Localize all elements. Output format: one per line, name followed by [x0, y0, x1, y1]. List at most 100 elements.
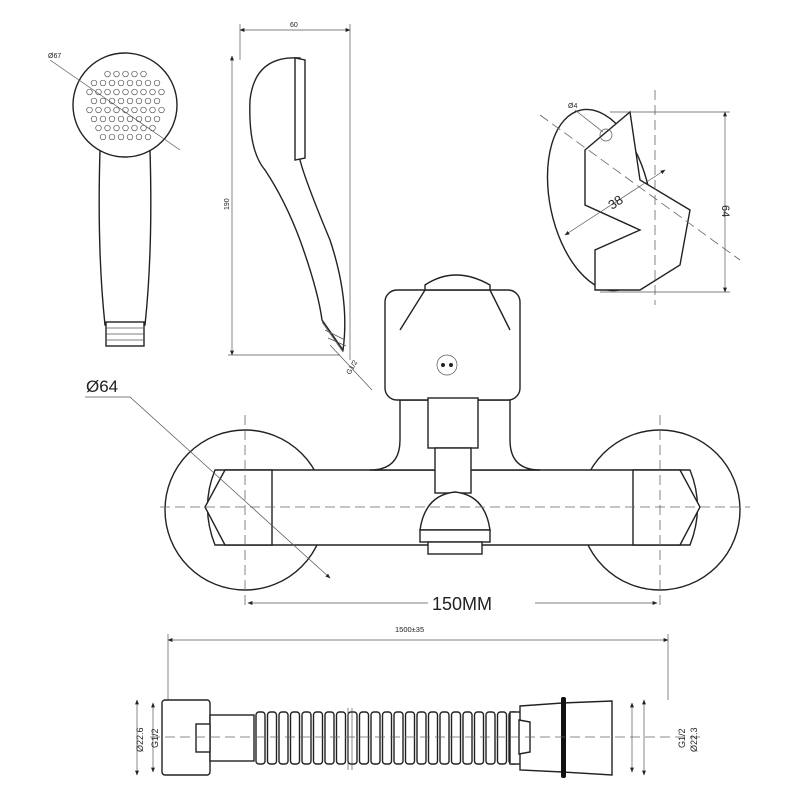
mixer-front-view: Ø64 150MM [85, 274, 750, 614]
spray-hole [140, 70, 147, 78]
spray-hole [126, 97, 134, 105]
o-ring [561, 697, 566, 778]
spray-hole [122, 88, 129, 96]
spray-hole [131, 106, 138, 114]
spray-hole [153, 79, 161, 87]
spray-hole [90, 79, 98, 87]
spray-hole [144, 115, 152, 123]
spray-hole [108, 79, 116, 87]
hose-coil [404, 711, 416, 765]
hose-coil [266, 711, 278, 765]
spray-hole [131, 124, 138, 132]
hose-coil [370, 711, 381, 765]
hose-coils [255, 711, 519, 765]
spray-hole [126, 115, 134, 123]
hose-coil [485, 711, 496, 765]
hose-length-label: 1500±35 [395, 625, 424, 634]
spray-hole [104, 124, 111, 132]
spray-hole [158, 106, 165, 114]
spray-hole [153, 97, 161, 105]
left-diameter-label: Ø22.6 [135, 727, 145, 752]
spray-hole [149, 88, 156, 96]
thread-label: G1/2 [346, 359, 360, 376]
spray-hole [126, 79, 134, 87]
spray-hole [131, 70, 138, 78]
spray-hole [95, 106, 102, 114]
spray-hole [117, 133, 125, 141]
depth-label: 60 [290, 22, 298, 29]
spray-hole [99, 115, 107, 123]
hose-coil [255, 711, 266, 765]
spray-hole [144, 97, 152, 105]
right-thread-label: G1/2 [677, 728, 687, 748]
hose-coil [358, 711, 370, 765]
thread [105, 321, 145, 347]
hose-coil [312, 711, 324, 765]
spray-hole [108, 115, 116, 123]
spray-hole [95, 124, 102, 132]
spray-hole [104, 88, 111, 96]
shower-hose: 1500±35 Ø22.6 G1/2 G1/2 Ø22.3 [135, 625, 700, 778]
spray-hole [90, 97, 98, 105]
hose-coil [278, 711, 289, 765]
hose-coil [335, 711, 347, 765]
disc-diameter-label: Ø64 [86, 377, 118, 396]
spray-hole [122, 124, 129, 132]
spray-hole [113, 106, 120, 114]
spray-hole [99, 97, 107, 105]
head-diameter-label: Ø67 [48, 53, 61, 60]
hose-coil [496, 711, 508, 765]
spray-hole [135, 133, 143, 141]
spray-hole [90, 115, 98, 123]
spray-hole [140, 106, 147, 114]
hand-shower-side-view: 60 190 G1/2 [224, 22, 373, 391]
spray-hole [135, 79, 143, 87]
spray-hole [99, 133, 107, 141]
hose-coil [427, 711, 439, 765]
hose-coil [393, 711, 404, 765]
spray-hole [140, 88, 147, 96]
spray-hole [149, 106, 156, 114]
spray-hole [144, 133, 152, 141]
center-distance-label: 150MM [432, 594, 492, 614]
spray-hole [117, 97, 125, 105]
length-label: 190 [224, 198, 231, 210]
holder-width-label: 38 [605, 192, 625, 213]
holder-height-label: 64 [719, 205, 731, 217]
left-thread-label: G1/2 [150, 728, 160, 748]
spray-hole [131, 88, 138, 96]
spray-hole [86, 88, 93, 96]
spray-hole [117, 115, 125, 123]
spray-holes [86, 70, 165, 141]
hose-coil [324, 711, 335, 765]
spray-hole [153, 115, 161, 123]
spray-hole [158, 88, 165, 96]
hole-label: Ø4 [568, 103, 577, 110]
spray-hole [113, 70, 120, 78]
hose-coil [439, 711, 450, 765]
hose-coil [289, 711, 301, 765]
spray-hole [113, 88, 120, 96]
hose-coil [462, 711, 473, 765]
hose-coil [473, 711, 485, 765]
hose-coil [347, 711, 358, 765]
spray-hole [104, 106, 111, 114]
hose-coil [450, 711, 462, 765]
hose-coil [416, 711, 427, 765]
hose-coil [381, 711, 393, 765]
spray-hole [113, 124, 120, 132]
spray-hole [126, 133, 134, 141]
spray-hole [144, 79, 152, 87]
spray-hole [108, 133, 116, 141]
spray-hole [117, 79, 125, 87]
spray-hole [122, 70, 129, 78]
wall-holder: 38 64 Ø4 [539, 90, 741, 305]
spray-hole [86, 106, 93, 114]
spray-hole [140, 124, 147, 132]
hand-shower-front-view: Ø67 [48, 52, 181, 347]
spray-hole [104, 70, 111, 78]
right-diameter-label: Ø22.3 [689, 727, 699, 752]
spray-hole [135, 97, 143, 105]
